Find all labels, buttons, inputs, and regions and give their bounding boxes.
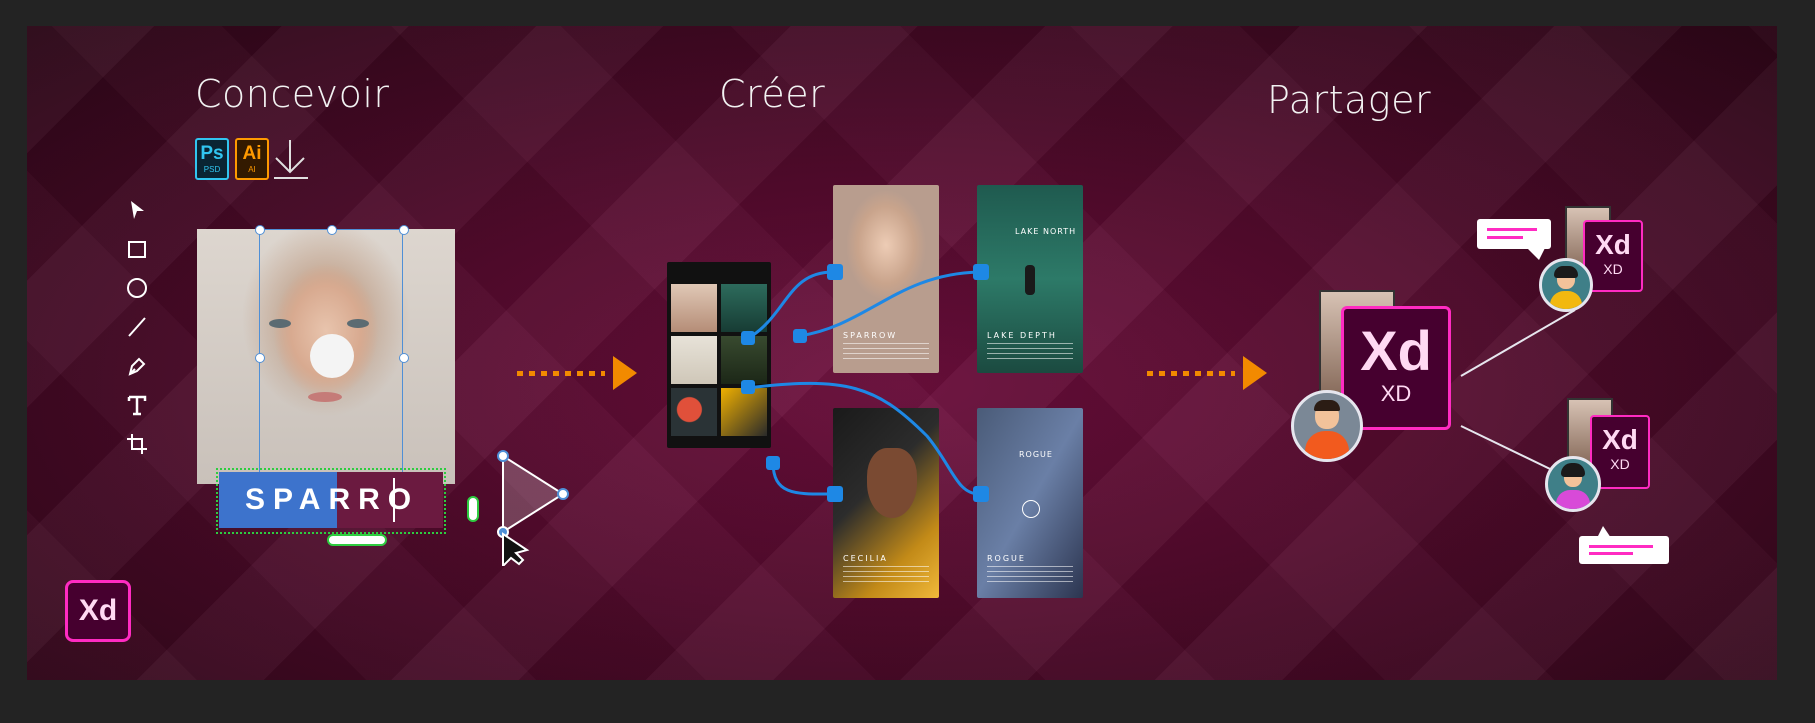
unselected-text: RO: [358, 483, 420, 516]
section-title-design: Concevoir: [195, 72, 390, 116]
link-node: [793, 329, 807, 343]
user-avatar-main: [1291, 390, 1363, 462]
pen-tool-icon[interactable]: [125, 354, 149, 378]
prototype-screen-lake[interactable]: LAKE NORTH LAKE DEPTH: [977, 185, 1083, 373]
triangle-shape[interactable]: [483, 426, 573, 566]
text-tool-icon[interactable]: [125, 393, 149, 417]
link-node: [741, 331, 755, 345]
text-box[interactable]: SPARRO: [219, 472, 443, 528]
link-target: [973, 486, 989, 502]
selected-text: SPAR: [245, 483, 359, 516]
link-target: [973, 264, 989, 280]
link-target: [827, 486, 843, 502]
selection-handle[interactable]: [255, 353, 265, 363]
prototype-home-screen[interactable]: [667, 262, 771, 448]
flow-arrow-2-icon: [1243, 356, 1267, 390]
illustrator-file-icon: Ai AI: [235, 138, 269, 180]
prototype-screen-cecilia[interactable]: CECILIA: [833, 408, 939, 598]
prototype-screen-rogue[interactable]: ROGUE ROGUE: [977, 408, 1083, 598]
section-title-prototype: Créer: [719, 72, 826, 116]
comment-bubble-bottom: [1579, 536, 1669, 564]
selection-handle[interactable]: [399, 225, 409, 235]
prototype-screen-sparrow[interactable]: SPARROW: [833, 185, 939, 373]
mouse-cursor-icon: [502, 532, 530, 566]
flow-arrow-dots: [517, 371, 605, 376]
link-target: [827, 264, 843, 280]
text-selection-frame[interactable]: [216, 468, 446, 534]
artboard-tool-icon[interactable]: [125, 432, 149, 456]
circle-shape[interactable]: [310, 334, 354, 378]
resize-handle-bottom[interactable]: [327, 534, 387, 546]
ellipse-tool-icon[interactable]: [125, 276, 149, 300]
xd-logo: Xd: [65, 580, 131, 642]
rectangle-tool-icon[interactable]: [125, 237, 149, 261]
user-avatar-top: [1539, 258, 1593, 312]
selection-handle[interactable]: [399, 353, 409, 363]
link-node: [741, 380, 755, 394]
resize-handle-right[interactable]: [467, 496, 479, 522]
flow-arrow-dots: [1147, 371, 1235, 376]
photoshop-file-icon: Ps PSD: [195, 138, 229, 180]
xd-document-icon: Xd XD: [1583, 220, 1643, 292]
link-node: [766, 456, 780, 470]
flow-arrow-1-icon: [613, 356, 637, 390]
select-tool-icon[interactable]: [125, 198, 149, 222]
section-title-share: Partager: [1267, 78, 1432, 122]
selection-handle[interactable]: [327, 225, 337, 235]
prototype-wires: [741, 264, 989, 502]
line-tool-icon[interactable]: [125, 315, 149, 339]
text-cursor: [393, 478, 395, 522]
comment-bubble-top: [1477, 219, 1551, 249]
import-download-icon: [274, 140, 308, 179]
xd-promo-banner: Concevoir Créer Partager Ps PSD Ai AI: [27, 26, 1777, 680]
xd-document-icon: Xd XD: [1590, 415, 1650, 489]
user-avatar-bottom: [1545, 456, 1601, 512]
selection-handle[interactable]: [255, 225, 265, 235]
